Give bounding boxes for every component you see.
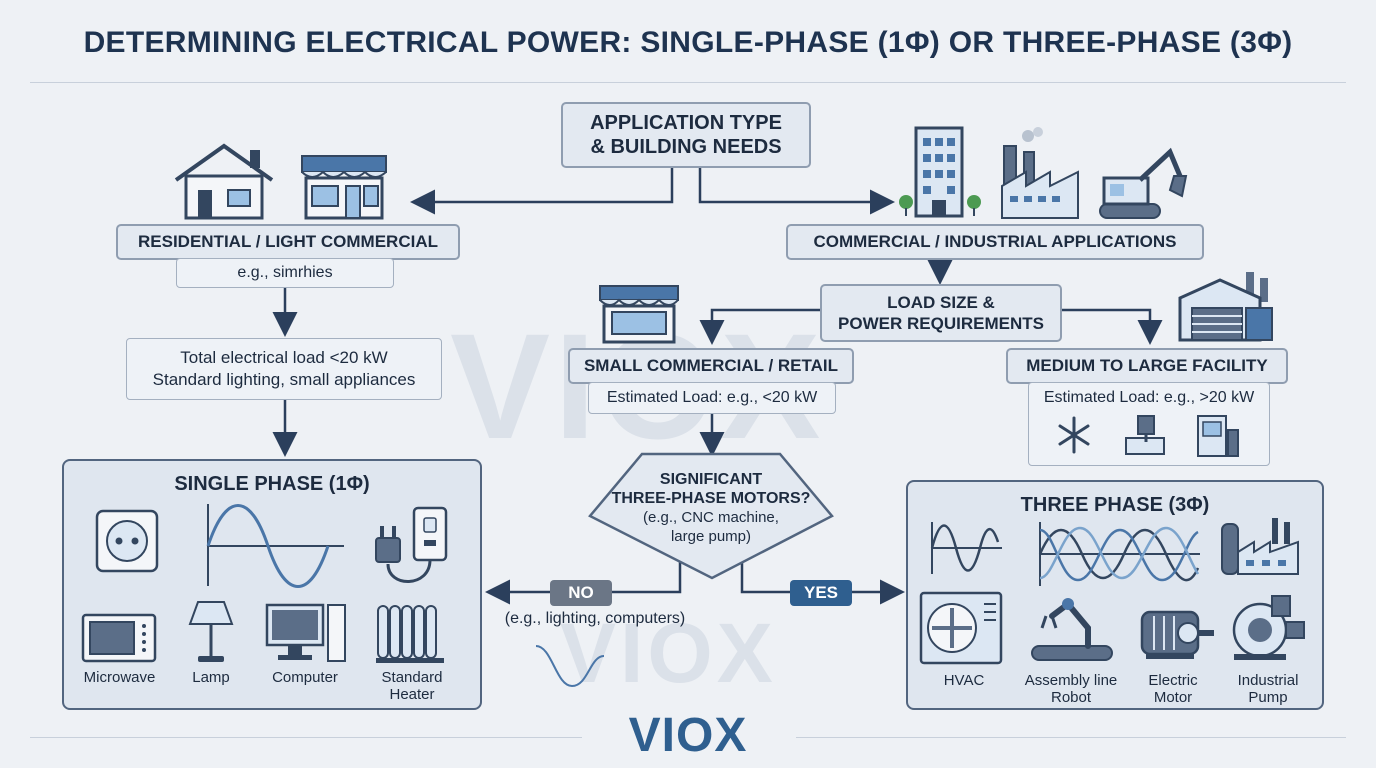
load-size-node: LOAD SIZE & POWER REQUIREMENTS <box>820 284 1062 342</box>
decision-diamond <box>588 452 834 580</box>
computer-icon <box>265 603 346 662</box>
three-phase-wave-icon <box>1038 522 1200 586</box>
three-item-pump: Industrial Pump <box>1237 672 1299 706</box>
hvac-unit-icon <box>919 591 1003 665</box>
robot-arm-icon <box>1031 598 1113 661</box>
no-label: NO <box>550 580 612 606</box>
decision-line2: THREE-PHASE MOTORS? <box>611 490 811 507</box>
load-size-line1: LOAD SIZE & <box>887 293 995 312</box>
microwave-icon <box>81 613 157 663</box>
application-type-line2: & BUILDING NEEDS <box>590 136 782 158</box>
lamp-icon <box>188 601 234 662</box>
no-note: (e.g., lighting, computers) <box>504 610 686 627</box>
yes-label: YES <box>790 580 852 606</box>
residential-load-line2: Standard lighting, small appliances <box>152 370 416 389</box>
three-item-motor: Electric Motor <box>1148 672 1198 706</box>
retail-shop-icon <box>599 285 679 344</box>
footer-divider-left <box>30 737 582 738</box>
decision-line4: large pump) <box>670 528 752 545</box>
single-item-microwave: Microwave <box>83 669 156 686</box>
page-title: DETERMINING ELECTRICAL POWER: SINGLE-PHA… <box>83 26 1293 59</box>
factory-icon <box>1001 127 1079 219</box>
residential-heading: RESIDENTIAL / LIGHT COMMERCIAL <box>116 224 460 260</box>
decision-question: SIGNIFICANT THREE-PHASE MOTORS? (e.g., C… <box>586 470 836 546</box>
electric-motor-icon <box>1140 610 1214 659</box>
single-item-heater: Standard Heater <box>381 669 443 703</box>
plug-charger-icon <box>375 506 448 583</box>
viox-logo: VIOX <box>628 709 748 762</box>
heater-icon <box>376 605 444 663</box>
residential-example: e.g., simrhies <box>176 258 394 288</box>
industrial-heading: COMMERCIAL / INDUSTRIAL APPLICATIONS <box>786 224 1204 260</box>
watermark-small: VIOX <box>560 606 777 700</box>
residential-load-line1: Total electrical load <20 kW <box>180 348 388 367</box>
single-item-computer: Computer <box>272 669 338 686</box>
industrial-plant-icon <box>1221 518 1299 575</box>
single-phase-panel: SINGLE PHASE (1Φ) <box>62 459 482 710</box>
single-sine-wave-icon <box>206 504 344 588</box>
single-phase-title: SINGLE PHASE (1Φ) <box>174 473 370 495</box>
small-commercial-heading: SMALL COMMERCIAL / RETAIL <box>568 348 854 384</box>
sine-wave-small-icon <box>535 645 605 688</box>
application-type-node: APPLICATION TYPE & BUILDING NEEDS <box>561 102 811 168</box>
three-item-robot: Assembly line Robot <box>1024 672 1118 706</box>
decision-line3: (e.g., CNC machine, <box>643 509 779 526</box>
three-item-hvac: HVAC <box>943 672 985 689</box>
industrial-pump-icon <box>1232 595 1305 660</box>
warehouse-icon <box>1178 272 1273 342</box>
snowflake-icon <box>1058 416 1090 454</box>
ac-wave-icon <box>930 522 1002 574</box>
load-size-line2: POWER REQUIREMENTS <box>838 314 1044 333</box>
office-building-icon <box>899 126 981 218</box>
wall-outlet-icon <box>95 509 159 573</box>
large-facility-estimate: Estimated Load: e.g., >20 kW <box>1043 389 1255 406</box>
house-icon <box>174 143 274 220</box>
title-divider <box>30 82 1346 83</box>
three-phase-title: THREE PHASE (3Φ) <box>1020 494 1210 516</box>
residential-load-box: Total electrical load <20 kW Standard li… <box>126 338 442 400</box>
small-commercial-estimate: Estimated Load: e.g., <20 kW <box>588 382 836 414</box>
application-type-line1: APPLICATION TYPE <box>590 112 782 134</box>
single-item-lamp: Lamp <box>192 669 230 686</box>
large-facility-heading: MEDIUM TO LARGE FACILITY <box>1006 348 1288 384</box>
storefront-icon <box>301 155 387 220</box>
decision-line1: SIGNIFICANT <box>659 471 763 488</box>
footer-divider-right <box>796 737 1346 738</box>
industrial-equipment-icon <box>1197 415 1239 457</box>
excavator-icon <box>1099 147 1188 219</box>
cnc-machine-icon <box>1125 415 1165 455</box>
